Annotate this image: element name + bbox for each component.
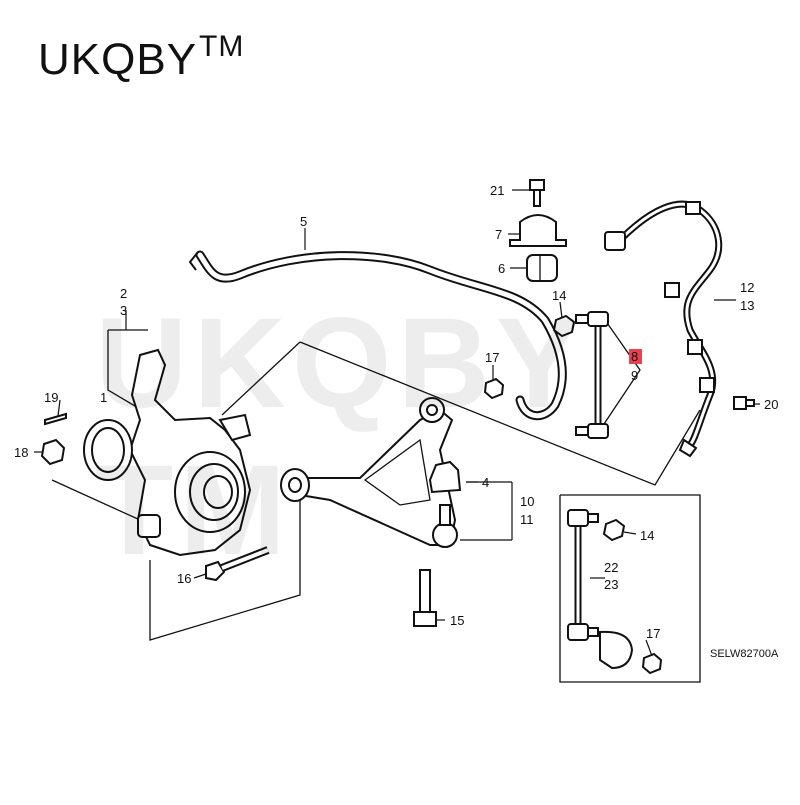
callout-13: 13 [740, 298, 754, 313]
callout-3: 3 [120, 303, 127, 318]
callout-12: 12 [740, 280, 754, 295]
callout-20: 20 [764, 397, 778, 412]
callout-1: 1 [100, 390, 107, 405]
diagram-code: SELW82700A [710, 648, 779, 660]
guide-lines [51, 319, 701, 683]
callout-17-lower: 17 [646, 626, 660, 641]
castle-nut-18 [40, 438, 66, 466]
cotter-pin-19 [44, 412, 67, 426]
callout-22: 22 [604, 560, 618, 575]
callout-labels: 1 2 3 4 5 6 7 8 9 10 11 12 13 14 14 15 1… [14, 183, 779, 660]
callout-2: 2 [120, 286, 127, 301]
stabilizer-link-rear [567, 509, 634, 670]
callout-15: 15 [450, 613, 464, 628]
nut-17-upper [483, 377, 505, 400]
callout-9: 9 [631, 368, 638, 383]
brand-trademark: TM [199, 30, 245, 63]
callout-17-upper: 17 [485, 350, 499, 365]
flange-bolt-21 [529, 179, 545, 207]
nut-14-upper [552, 314, 576, 338]
watermark: UKQBY TM [95, 292, 585, 582]
leader-lines [34, 189, 760, 657]
steering-knuckle [128, 348, 252, 557]
callout-14-upper: 14 [552, 288, 566, 303]
wheel-sensor-harness [604, 200, 723, 458]
callout-4: 4 [482, 475, 489, 490]
brand-logo: UKQBYTM [38, 30, 244, 85]
bolt-20 [733, 396, 755, 410]
callout-16: 16 [177, 571, 191, 586]
callout-23: 23 [604, 577, 618, 592]
callout-21: 21 [490, 183, 504, 198]
callout-10: 10 [520, 494, 534, 509]
bolt-16 [205, 546, 270, 582]
ball-joint [432, 504, 458, 548]
brand-name: UKQBY [38, 35, 198, 84]
callout-14-lower: 14 [640, 528, 654, 543]
callout-11: 11 [520, 512, 534, 527]
stabilizer-bushing [526, 254, 558, 282]
stabilizer-bar [188, 250, 567, 421]
callout-6: 6 [498, 261, 505, 276]
stabilizer-link-front [575, 311, 609, 439]
callout-19: 19 [44, 390, 58, 405]
callout-8: 8 [631, 349, 638, 364]
bolt-15 [413, 569, 437, 627]
lower-arm [280, 397, 457, 546]
ball-joint-boot [428, 460, 462, 494]
dust-seal-ring [83, 419, 133, 481]
callout-5: 5 [300, 214, 307, 229]
callout-18: 18 [14, 445, 28, 460]
bushing-holder [509, 214, 567, 247]
nut-17-lower [641, 652, 663, 675]
nut-14-lower [602, 518, 626, 542]
callout-7: 7 [495, 227, 502, 242]
highlight-box [629, 349, 642, 364]
